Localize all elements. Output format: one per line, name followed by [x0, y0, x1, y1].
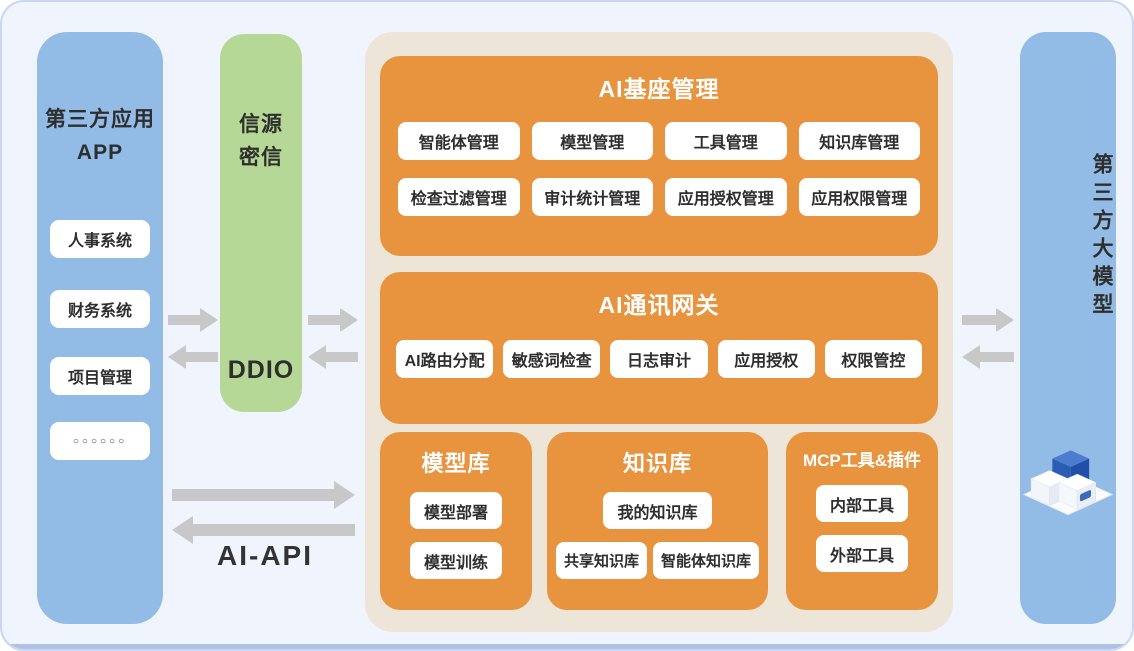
knowledge-base-pair: 共享知识库 智能体知识库: [555, 542, 760, 579]
model-library-items: 模型部署 模型训练: [409, 492, 502, 579]
btn-inspection-filter-management: 检查过滤管理: [398, 178, 520, 216]
btn-app-authorization: 应用授权: [717, 340, 815, 378]
btn-tool-management: 工具管理: [665, 122, 787, 160]
mcp-tools-title: MCP工具&插件: [802, 451, 922, 470]
btn-knowledge-base-management: 知识库管理: [798, 122, 920, 160]
btn-ai-routing: AI路由分配: [396, 340, 494, 378]
third-party-llm-title: 第三方大模型: [1090, 153, 1113, 321]
knowledge-base-items: 我的知识库 共享知识库 智能体知识库: [555, 492, 760, 579]
btn-shared-knowledge-base: 共享知识库: [555, 542, 647, 579]
cube-illustration-icon: [1022, 437, 1114, 517]
btn-model-management: 模型管理: [531, 122, 653, 160]
btn-model-training: 模型训练: [409, 542, 502, 579]
long-arrow-right-icon: [172, 481, 355, 509]
third-party-app-title-line2: APP: [76, 140, 124, 164]
frame-base-line: [2, 644, 1132, 649]
long-arrow-left-icon: [172, 516, 355, 544]
btn-audit-statistics-management: 审计统计管理: [531, 178, 653, 216]
ai-base-management-section: AI基座管理 智能体管理 模型管理 工具管理 知识库管理 检查过滤管理 审计统计…: [380, 56, 938, 256]
ai-base-row-2: 检查过滤管理 审计统计管理 应用授权管理 应用权限管理: [398, 178, 920, 216]
app-item-hr-system: 人事系统: [50, 220, 150, 258]
ai-base-row-1: 智能体管理 模型管理 工具管理 知识库管理: [398, 122, 920, 160]
third-party-app-title-line1: 第三方应用: [45, 108, 155, 131]
third-party-app-column: 第三方应用 APP 人事系统 财务系统 项目管理 ○○○○○○: [37, 32, 163, 624]
btn-sensitive-word-check: 敏感词检查: [503, 340, 601, 378]
ai-gateway-section: AI通讯网关 AI路由分配 敏感词检查 日志审计 应用授权 权限管控: [380, 272, 938, 424]
arrow-right-icon: [308, 308, 358, 332]
xinyuan-title-line2: 密信: [239, 145, 283, 169]
arrow-left-icon: [962, 345, 1014, 369]
app-item-finance-system: 财务系统: [50, 290, 150, 328]
app-item-more-dots: ○○○○○○: [50, 422, 150, 460]
ai-api-label: AI-API: [217, 540, 313, 571]
model-library-title: 模型库: [421, 451, 491, 476]
app-item-project-management: 项目管理: [50, 357, 150, 395]
arrow-left-icon: [308, 345, 358, 369]
white-cube-right: [1057, 473, 1097, 510]
model-library-section: 模型库 模型部署 模型训练: [380, 432, 532, 610]
third-party-llm-column: 第三方大模型: [1020, 32, 1116, 624]
xinyuan-mixin-title: 信源 密信: [220, 109, 302, 174]
btn-app-permission-management: 应用权限管理: [798, 178, 920, 216]
knowledge-base-title: 知识库: [622, 451, 692, 476]
knowledge-base-section: 知识库 我的知识库 共享知识库 智能体知识库: [547, 432, 768, 610]
btn-agent-management: 智能体管理: [398, 122, 520, 160]
center-platform-panel: AI基座管理 智能体管理 模型管理 工具管理 知识库管理 检查过滤管理 审计统计…: [365, 32, 953, 632]
btn-permission-control: 权限管控: [824, 340, 923, 378]
btn-model-deployment: 模型部署: [409, 492, 502, 529]
third-party-app-title: 第三方应用 APP: [37, 104, 163, 169]
ddio-label: DDIO: [227, 356, 295, 384]
btn-agent-knowledge-base: 智能体知识库: [653, 542, 760, 579]
btn-internal-tools: 内部工具: [815, 485, 908, 522]
ai-base-management-title: AI基座管理: [598, 76, 720, 102]
mcp-tools-section: MCP工具&插件 内部工具 外部工具: [786, 432, 938, 610]
btn-external-tools: 外部工具: [815, 535, 908, 572]
xinyuan-title-line1: 信源: [239, 113, 283, 136]
ai-gateway-row: AI路由分配 敏感词检查 日志审计 应用授权 权限管控: [396, 340, 923, 378]
xinyuan-mixin-column: 信源 密信 DDIO: [220, 34, 302, 412]
mcp-tools-items: 内部工具 外部工具: [815, 485, 908, 572]
arrow-left-icon: [168, 345, 218, 369]
arrow-right-icon: [962, 308, 1014, 332]
btn-app-authorization-management: 应用授权管理: [665, 178, 787, 216]
ai-gateway-title: AI通讯网关: [598, 292, 720, 318]
arrow-right-icon: [168, 308, 218, 332]
btn-my-knowledge-base: 我的知识库: [603, 492, 712, 529]
btn-log-audit: 日志审计: [610, 340, 708, 378]
